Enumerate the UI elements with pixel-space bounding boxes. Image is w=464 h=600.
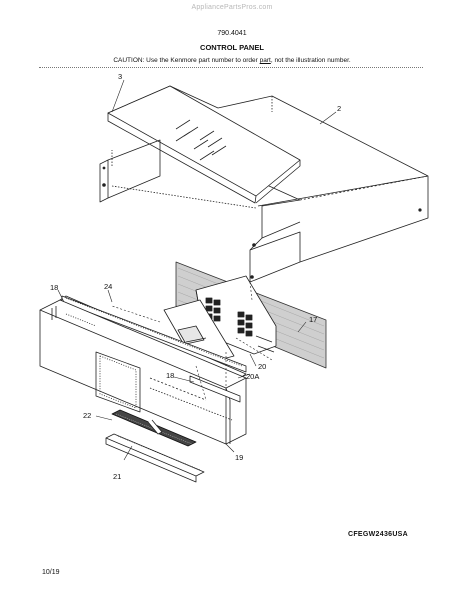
caution-note: CAUTION: Use the Kenmore part number to … — [0, 57, 464, 64]
callout-20a: 20A — [246, 372, 259, 381]
assembly-guide-lines — [111, 281, 273, 401]
callout-18-upper: 18 — [50, 283, 58, 292]
upper-rail-part-24 — [61, 295, 247, 373]
callout-21: 21 — [113, 472, 121, 481]
callout-20: 20 — [258, 362, 266, 371]
model-number: 790.4041 — [217, 30, 247, 37]
callout-18-lower: 18 — [166, 371, 174, 380]
page-date: 10/19 — [42, 569, 60, 576]
callout-19: 19 — [235, 453, 243, 462]
site-watermark: AppliancePartsPros.com — [191, 4, 273, 11]
caution-text-after: , not the illustration number. — [270, 57, 351, 64]
housing-left-bracket — [99, 139, 257, 209]
bracket-part-18-lower — [189, 375, 241, 403]
callout-24: 24 — [104, 282, 112, 291]
console-panel-part-19 — [39, 299, 247, 445]
caution-text-underlined: part — [259, 57, 271, 64]
callout-3: 3 — [118, 72, 122, 81]
callout-22: 22 — [83, 411, 91, 420]
vent-grille-part-22 — [111, 409, 197, 447]
figure-code: CFEGW2436USA — [348, 531, 409, 538]
header-divider — [39, 67, 423, 68]
caution-text-before: CAUTION: Use the Kenmore part number to … — [113, 57, 260, 64]
section-title: CONTROL PANEL — [200, 43, 264, 52]
callout-leaders — [57, 79, 337, 461]
bottom-cover-part-21 — [105, 433, 205, 483]
callout-17: 17 — [309, 315, 317, 324]
cover-plate-part-3 — [107, 85, 301, 204]
display-window-part-20a — [163, 299, 235, 367]
callout-2: 2 — [337, 104, 341, 113]
